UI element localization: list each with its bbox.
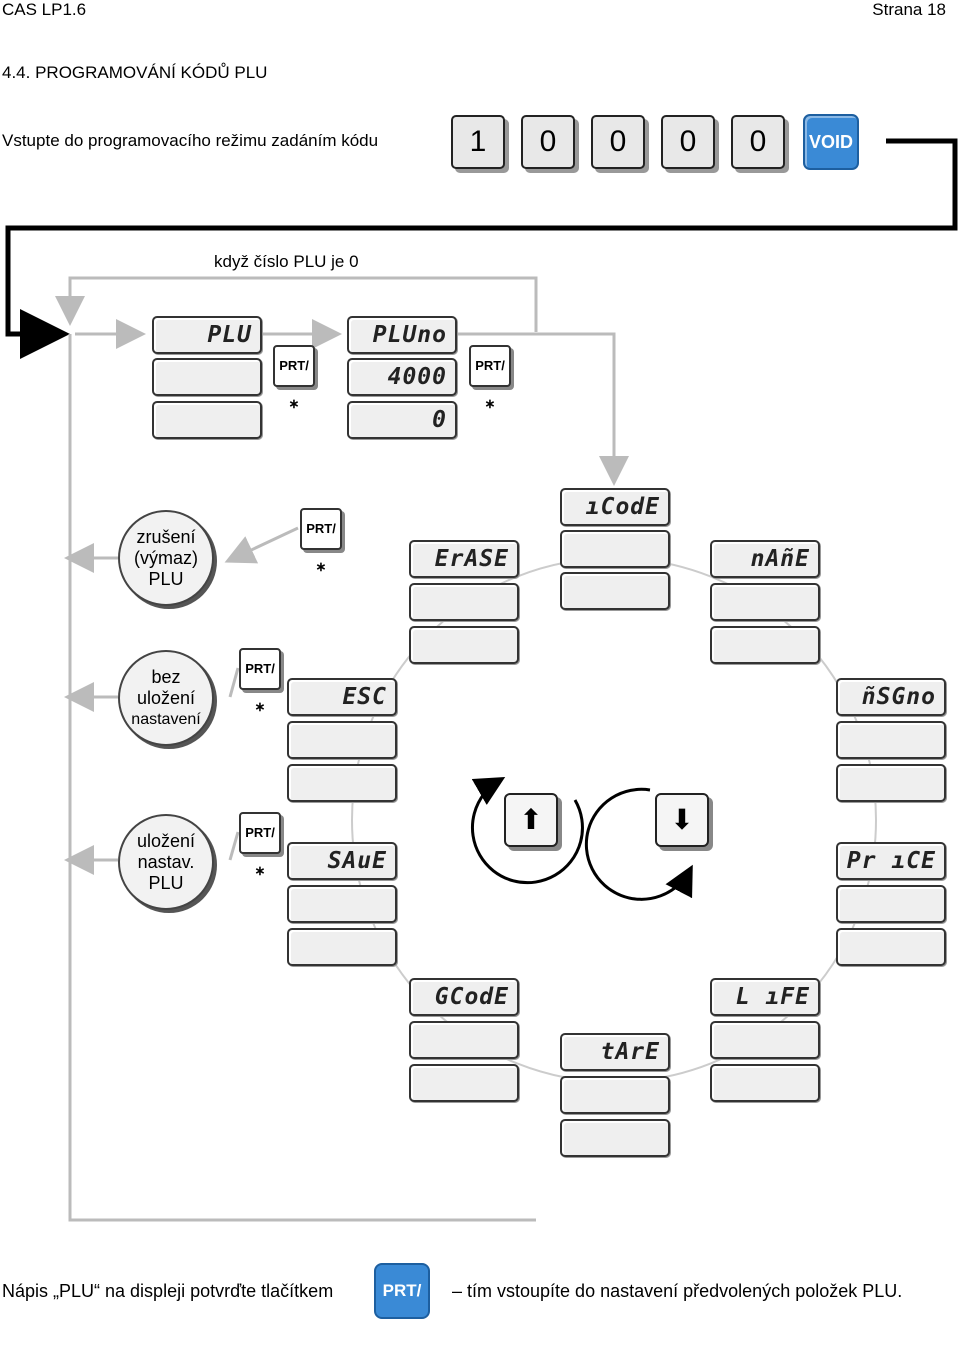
display-gcode-2 xyxy=(409,1021,519,1059)
display-save-3 xyxy=(287,928,397,966)
prt-button[interactable]: PRT/∗ xyxy=(300,508,342,574)
display-plu-2 xyxy=(152,358,262,396)
display-life-3 xyxy=(710,1064,820,1102)
display-icode-2 xyxy=(560,530,670,568)
loop-label: když číslo PLU je 0 xyxy=(214,252,359,271)
display-pluno-3: 0 xyxy=(347,401,457,439)
display-icode-1: ıCodE xyxy=(560,488,670,526)
circle-erase-plu: zrušení(výmaz)PLU xyxy=(118,510,214,606)
display-price-3 xyxy=(836,928,946,966)
display-name-3 xyxy=(710,626,820,664)
display-name-2 xyxy=(710,583,820,621)
display-pluno-2: 4000 xyxy=(347,358,457,396)
display-gcode-3 xyxy=(409,1064,519,1102)
display-esc-3 xyxy=(287,764,397,802)
display-save-2 xyxy=(287,885,397,923)
display-price-1: Pr ıCE xyxy=(836,842,946,880)
footer-text-before: Nápis „PLU“ na displeji potvrďte tlačítk… xyxy=(2,1281,334,1301)
display-pluno-1: PLUno xyxy=(347,316,457,354)
display-life-2 xyxy=(710,1021,820,1059)
prt-button[interactable]: PRT/∗ xyxy=(273,345,315,411)
display-erase-3 xyxy=(409,626,519,664)
display-tare-2 xyxy=(560,1076,670,1114)
key-1[interactable]: 1 xyxy=(451,115,505,169)
header-right: Strana 18 xyxy=(872,0,946,19)
display-tare-3 xyxy=(560,1119,670,1157)
key-0[interactable]: 0 xyxy=(661,115,715,169)
display-name-1: nAñE xyxy=(710,540,820,578)
display-erase-2 xyxy=(409,583,519,621)
display-tare-1: tArE xyxy=(560,1033,670,1071)
prt-button-footer[interactable]: PRT/∗ xyxy=(374,1263,430,1352)
display-price-2 xyxy=(836,885,946,923)
key-0[interactable]: 0 xyxy=(731,115,785,169)
display-msgno-2 xyxy=(836,721,946,759)
section-title: 4.4. PROGRAMOVÁNÍ KÓDŮ PLU xyxy=(2,63,268,82)
display-esc-1: ESC xyxy=(287,678,397,716)
header-left: CAS LP1.6 xyxy=(2,0,87,19)
void-button[interactable]: VOID xyxy=(803,114,859,170)
prt-button[interactable]: PRT/∗ xyxy=(239,812,281,878)
display-plu-3 xyxy=(152,401,262,439)
intro-text: Vstupte do programovacího režimu zadáním… xyxy=(2,131,379,150)
display-save-1: SAuE xyxy=(287,842,397,880)
down-arrow-key[interactable]: ⬇ xyxy=(655,793,709,847)
up-arrow-key[interactable]: ⬆ xyxy=(504,793,558,847)
display-msgno-1: ñSGno xyxy=(836,678,946,716)
display-icode-3 xyxy=(560,572,670,610)
display-msgno-3 xyxy=(836,764,946,802)
display-esc-2 xyxy=(287,721,397,759)
display-erase-1: ErASE xyxy=(409,540,519,578)
display-gcode-1: GCodE xyxy=(409,978,519,1016)
prt-button[interactable]: PRT/∗ xyxy=(469,345,511,411)
key-0[interactable]: 0 xyxy=(591,115,645,169)
footer-text-after: – tím vstoupíte do nastavení předvolenýc… xyxy=(452,1281,903,1301)
display-life-1: L ıFE xyxy=(710,978,820,1016)
prt-button[interactable]: PRT/∗ xyxy=(239,648,281,714)
display-plu-1: PLU xyxy=(152,316,262,354)
key-0[interactable]: 0 xyxy=(521,115,575,169)
